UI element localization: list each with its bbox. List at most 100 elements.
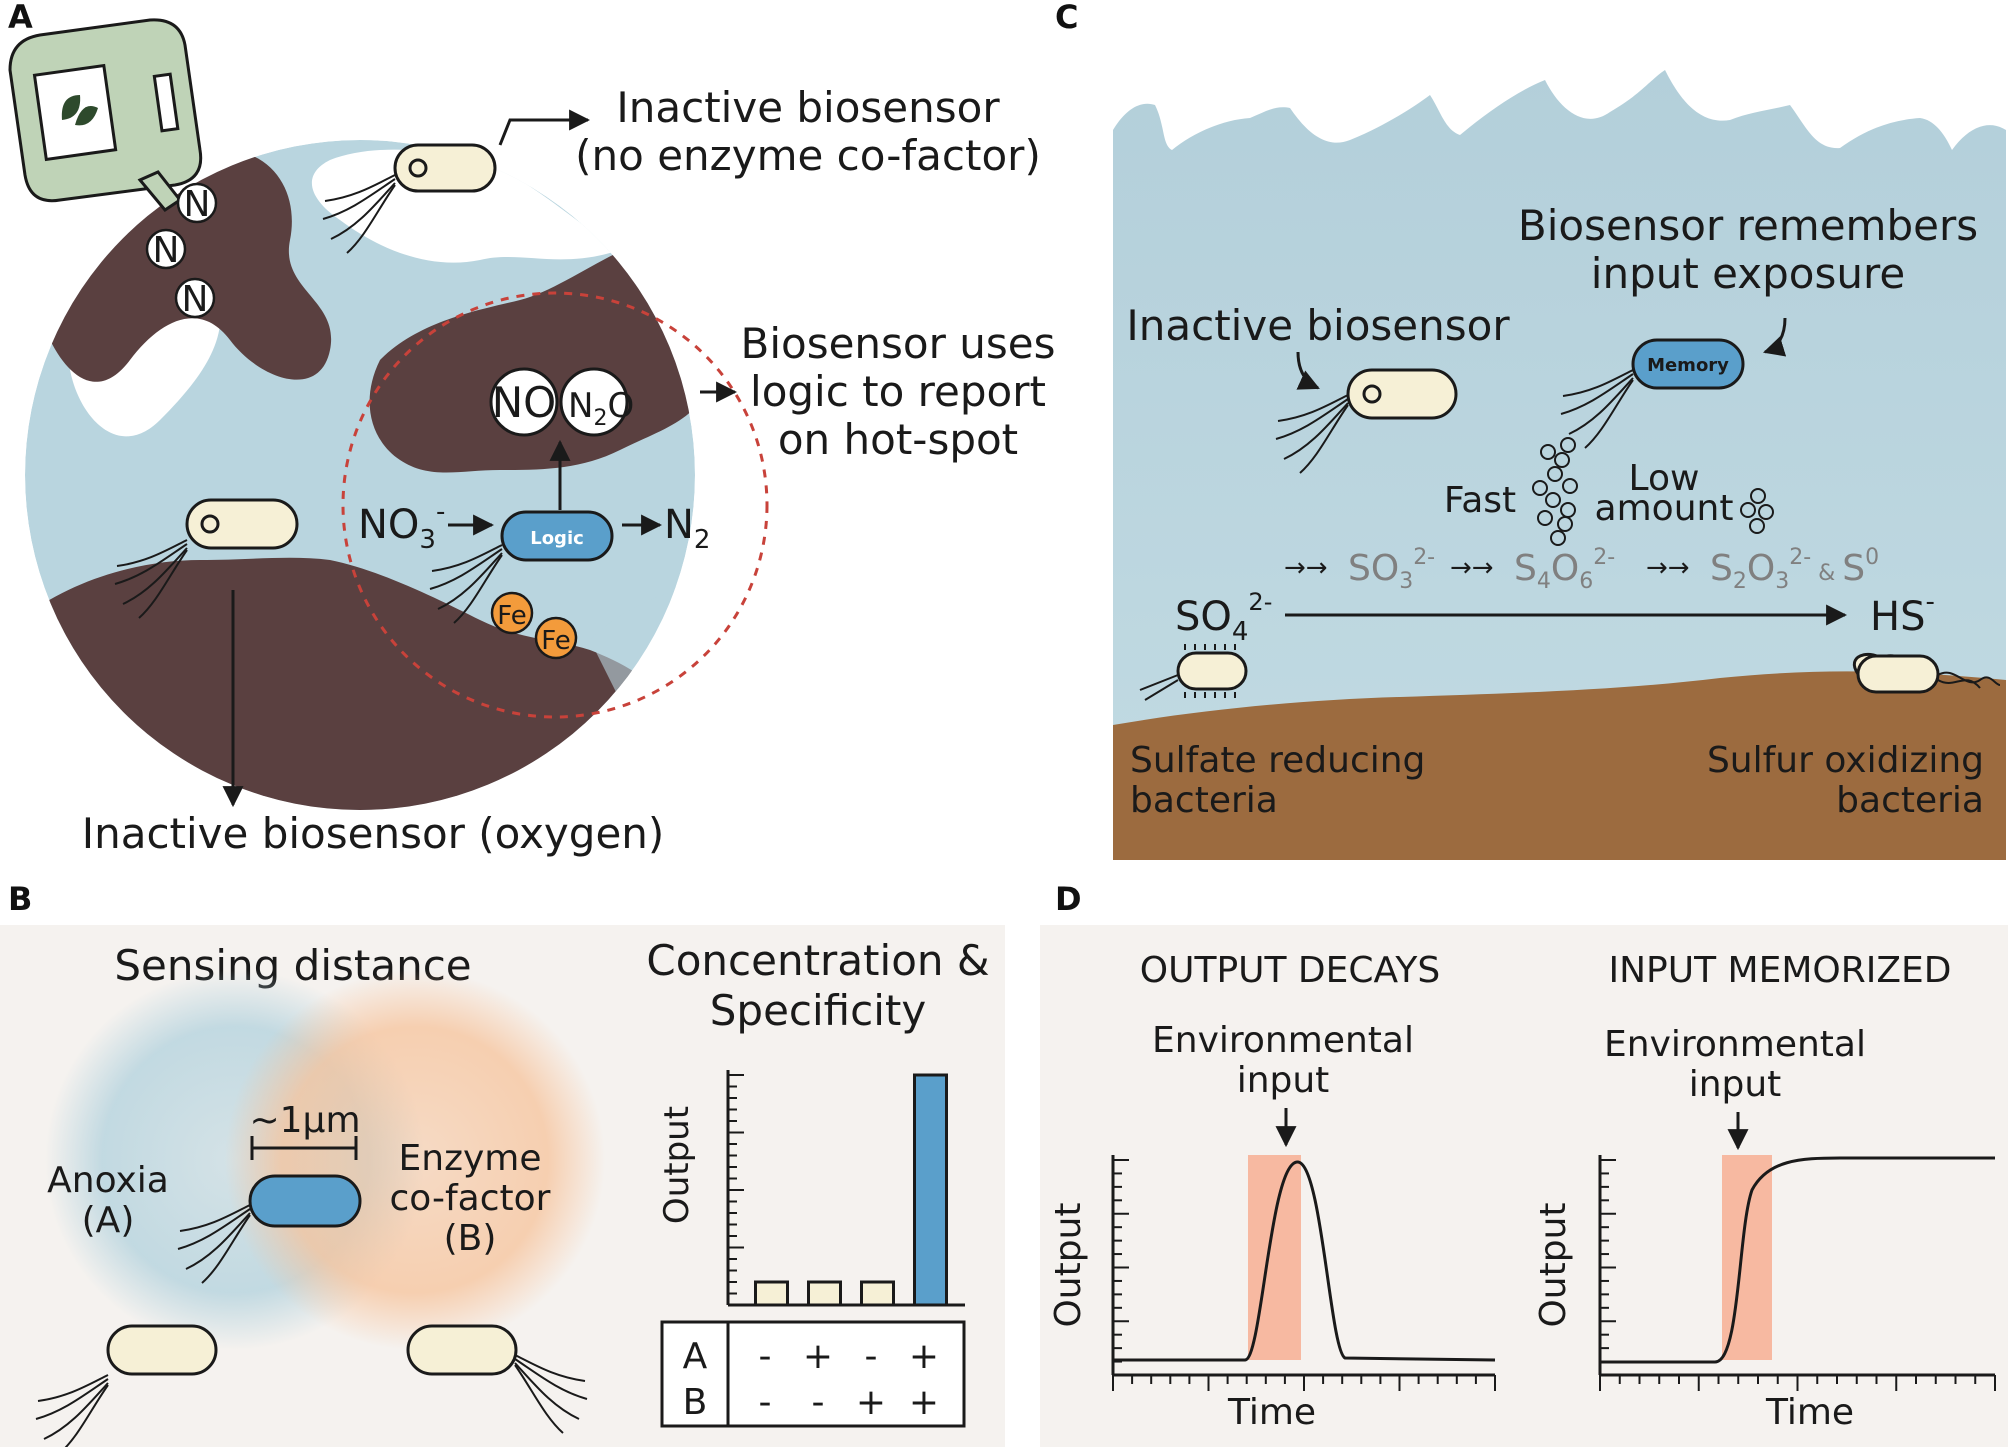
no-n2o-molecules: NO N2O (489, 367, 634, 437)
svg-text:Output: Output (1048, 1202, 1089, 1327)
truth-table: A B - + - + - - + + (660, 1320, 966, 1428)
svg-text:Anoxia: Anoxia (47, 1160, 169, 1201)
svg-text:input: input (1689, 1064, 1782, 1105)
panel-a-label: A (8, 0, 33, 36)
bar-2 (807, 1280, 842, 1307)
svg-text:Memory: Memory (1647, 355, 1729, 376)
soil-pore-circle (25, 140, 695, 810)
inactive-cell-top (322, 143, 497, 254)
decays-title: OUTPUT DECAYS (1140, 950, 1440, 991)
svg-text:co-factor: co-factor (390, 1178, 551, 1219)
panel-b: B Sensing distance Concentration & Speci… (0, 880, 1005, 1447)
water (1113, 70, 2006, 860)
row-b-label: B (683, 1382, 708, 1423)
panel-d-bg (1040, 925, 2008, 1447)
cell-a-3: - (865, 1336, 878, 1377)
arrow-memory (1762, 317, 1787, 357)
cell-b-4: + (909, 1382, 939, 1423)
svg-text:NO: NO (492, 378, 556, 427)
sulfate-reducing-cell (1139, 644, 1248, 701)
bar-ylabel: Output (657, 1106, 697, 1224)
svg-text:(B): (B) (444, 1218, 497, 1259)
panel-a: A N N (8, 0, 1055, 858)
panel-b-label: B (8, 880, 32, 918)
remembers-line2: input exposure (1591, 249, 1905, 298)
arrow-inactive-c (1296, 351, 1320, 390)
svg-text:Logic: Logic (530, 528, 584, 549)
memory-cell: Memory (1560, 338, 1745, 449)
logic-line2: logic to report (750, 367, 1046, 416)
svg-text:→→: →→ (1284, 553, 1328, 583)
nitrogen-molecules: N N N (145, 182, 218, 320)
bubbles-low (1740, 488, 1774, 534)
svg-text:Environmental: Environmental (1604, 1024, 1866, 1065)
svg-text:Time: Time (1227, 1392, 1316, 1433)
svg-text:Output: Output (1533, 1202, 1574, 1327)
decay-plot: Environmental input Output Time (1048, 1020, 1496, 1433)
panel-c: C Biosensor remembers input exposure Ina… (1055, 0, 2006, 860)
svg-text:N: N (182, 279, 209, 320)
svg-text:amount: amount (1595, 488, 1734, 529)
svg-text:Fe: Fe (541, 626, 571, 656)
svg-text:input: input (1237, 1060, 1330, 1101)
cell-a-4: + (909, 1336, 939, 1377)
sulfur-intermediates: →→ SO32- →→ S4O62- →→ S2O32- & S0 (1284, 545, 1879, 594)
callout-top (498, 109, 591, 146)
srb-line2: bacteria (1130, 780, 1278, 821)
panel-c-label: C (1055, 0, 1078, 36)
no3-label: NO3- (358, 497, 445, 555)
memory-curve (1600, 1156, 1995, 1364)
svg-text:Low: Low (1629, 458, 1700, 499)
active-cell-b (177, 1174, 362, 1284)
sob-line1: Sulfur oxidizing (1707, 740, 1984, 781)
inactive-cell-oxygen (114, 498, 299, 619)
cell-b-3: + (856, 1382, 886, 1423)
inactive-cell-b-right (406, 1324, 588, 1434)
svg-text:SO32-: SO32- (1348, 545, 1435, 594)
svg-text:Fe: Fe (497, 601, 527, 631)
cell-a-1: - (759, 1336, 772, 1377)
svg-text:Fast: Fast (1444, 480, 1516, 521)
inactive-top-line2: (no enzyme co-factor) (575, 131, 1041, 180)
bubbles-fast (1532, 437, 1578, 546)
inactive-biosensor-c: Inactive biosensor (1126, 301, 1510, 350)
srb-line1: Sulfate reducing (1130, 740, 1425, 781)
so4-label: SO42- (1175, 588, 1272, 647)
bar-y-ticks (728, 1074, 744, 1306)
bar-1 (754, 1280, 789, 1307)
iron-cofactors: Fe Fe (490, 591, 578, 660)
svg-text:S2O32- & S0: S2O32- & S0 (1710, 545, 1879, 594)
svg-text:N: N (184, 184, 211, 225)
logic-line1: Biosensor uses (741, 319, 1056, 368)
inactive-cell-c (1275, 368, 1458, 474)
inactive-top-line1: Inactive biosensor (616, 83, 1000, 132)
bars (754, 1073, 948, 1307)
memory-plot: Environmental input Output Time (1533, 1024, 1996, 1433)
svg-text:S4O62-: S4O62- (1514, 545, 1615, 594)
sob-line2: bacteria (1836, 780, 1984, 821)
cell-a-2: + (803, 1336, 833, 1377)
svg-text:→→: →→ (1450, 553, 1494, 583)
svg-text:Enzyme: Enzyme (399, 1138, 542, 1179)
svg-text:Time: Time (1765, 1392, 1854, 1433)
distance-label: ~1µm (249, 1100, 360, 1141)
fertilizer-jug-icon (8, 18, 203, 212)
cell-b-1: - (759, 1382, 772, 1423)
svg-text:N2O: N2O (568, 386, 634, 431)
memory-input-band (1722, 1155, 1772, 1360)
sulfur-oxidizing-cell (1853, 652, 2001, 694)
svg-text:→→: →→ (1646, 553, 1690, 583)
cell-b-2: - (812, 1382, 825, 1423)
inactive-cell-b-left (35, 1324, 218, 1447)
row-a-label: A (683, 1336, 708, 1377)
logic-cell: Logic (429, 510, 614, 624)
bar-3 (860, 1280, 895, 1307)
hs-label: HS- (1870, 587, 1935, 640)
conc-line1: Concentration & (646, 936, 989, 985)
svg-text:(A): (A) (82, 1200, 135, 1241)
logic-line3: on hot-spot (778, 415, 1018, 464)
memorized-title: INPUT MEMORIZED (1608, 950, 1951, 991)
panel-d: D OUTPUT DECAYS INPUT MEMORIZED Environm… (1040, 880, 2008, 1447)
svg-text:Environmental: Environmental (1152, 1020, 1414, 1061)
